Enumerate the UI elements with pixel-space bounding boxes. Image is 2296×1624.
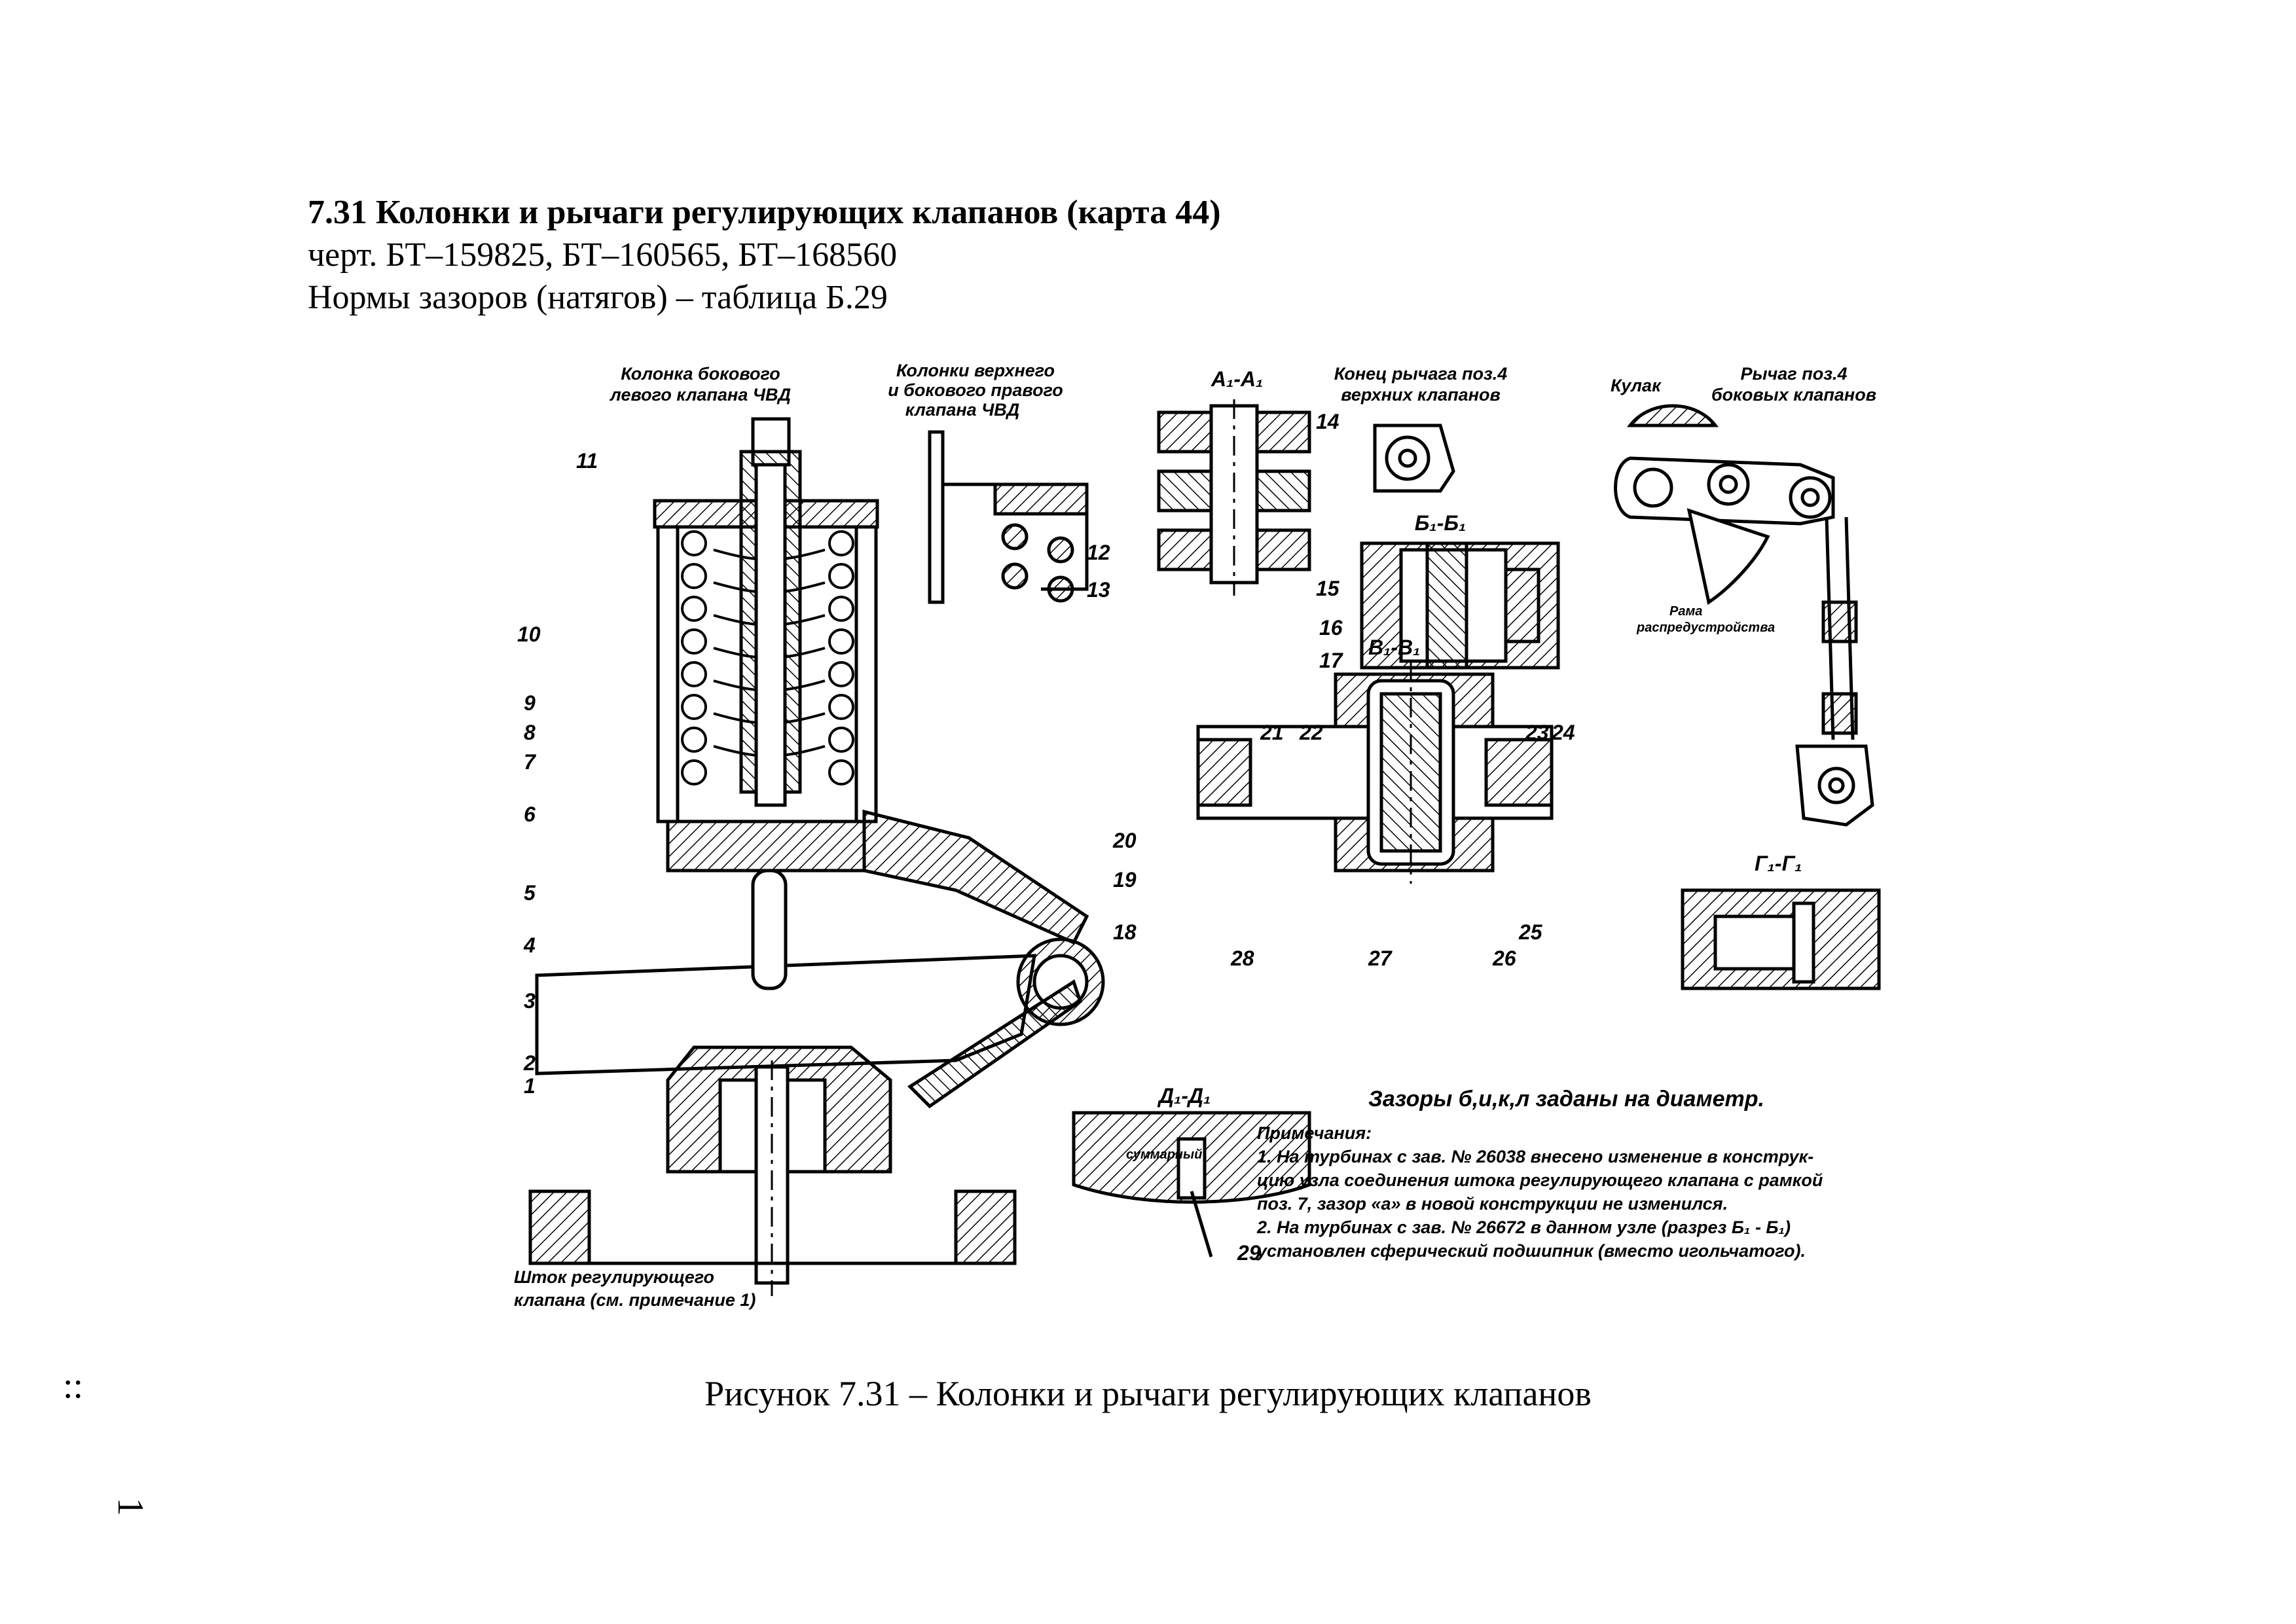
pos-7: 7 — [524, 750, 537, 774]
pos-28: 28 — [1230, 947, 1254, 970]
notes-title: Примечания: — [1257, 1123, 1372, 1143]
pos-21: 21 — [1260, 721, 1284, 744]
technical-drawing: Колонка бокового левого клапана ЧВД Коло… — [498, 353, 1912, 1335]
label-right-column-1: Колонки верхнего — [896, 361, 1055, 380]
margin-mark-top: :: — [63, 1365, 84, 1406]
pos-1: 1 — [524, 1074, 536, 1098]
note-1b: цию узла соединения штока регулирующего … — [1257, 1170, 1823, 1190]
label-right-column-2: и бокового правого — [888, 380, 1063, 400]
drawing-numbers: черт. БТ–159825, БТ–160565, БТ–168560 — [308, 236, 898, 274]
pos-8: 8 — [524, 721, 536, 744]
pos-27: 27 — [1368, 947, 1393, 970]
pos-15: 15 — [1316, 577, 1340, 600]
label-stem-2: клапана (см. примечание 1) — [514, 1290, 756, 1310]
pos-3: 3 — [524, 989, 536, 1013]
label-side-lever-2: боковых клапанов — [1711, 385, 1876, 405]
pos-17: 17 — [1319, 649, 1344, 672]
valve-column-assembly — [528, 417, 1105, 1296]
pos-4: 4 — [523, 933, 536, 957]
label-frame-2: распредустройства — [1636, 621, 1775, 635]
pos-25: 25 — [1518, 920, 1543, 944]
section-title: 7.31 Колонки и рычаги регулирующих клапа… — [308, 194, 1221, 231]
label-kulak: Кулак — [1611, 376, 1662, 395]
pos-12: 12 — [1087, 541, 1110, 564]
label-gaps-note: Зазоры б,и,к,л заданы на диаметр. — [1368, 1087, 1764, 1111]
pos-29: 29 — [1237, 1241, 1261, 1265]
label-frame-1: Рама — [1669, 604, 1702, 619]
pos-18: 18 — [1113, 920, 1137, 944]
pos-23: 23 — [1525, 721, 1549, 744]
section-b1-b1 — [1360, 424, 1560, 670]
pos-19: 19 — [1113, 868, 1137, 892]
note-2a: 2. На турбинах с зав. № 26672 в данном у… — [1256, 1218, 1791, 1237]
note-1c: поз. 7, зазор «а» в новой конструкции не… — [1257, 1194, 1728, 1214]
pos-14: 14 — [1316, 410, 1339, 433]
pos-16: 16 — [1319, 616, 1343, 640]
pos-5: 5 — [524, 881, 536, 905]
label-side-lever-1: Рычаг поз.4 — [1740, 364, 1847, 384]
label-section-g1: Г₁-Г₁ — [1755, 852, 1802, 875]
pos-26: 26 — [1492, 947, 1516, 970]
note-1a: 1. На турбинах с зав. № 26038 внесено из… — [1257, 1147, 1813, 1166]
pos-11: 11 — [576, 449, 598, 473]
clearance-norms: Нормы зазоров (натягов) – таблица Б.29 — [308, 279, 888, 316]
section-v1-v1 — [1196, 661, 1554, 884]
label-left-column-2: левого клапана ЧВД — [609, 385, 791, 405]
pos-20: 20 — [1112, 829, 1137, 852]
pos-24: 24 — [1551, 721, 1575, 744]
page-heading: 7.31 Колонки и рычаги регулирующих клапа… — [308, 191, 1221, 319]
note-2b: установлен сферический подшипник (вместо… — [1256, 1241, 1806, 1261]
pos-9: 9 — [524, 691, 536, 715]
label-section-d1: Д₁-Д₁ — [1157, 1084, 1211, 1108]
section-g1-g1 — [1681, 888, 1881, 990]
label-stem-1: Шток регулирующего — [514, 1267, 714, 1287]
label-summary: суммарный — [1126, 1147, 1202, 1162]
section-d1-d1 — [1072, 1111, 1311, 1257]
section-a1-a1 — [1157, 399, 1311, 596]
pos-6: 6 — [524, 803, 536, 826]
label-section-v1: В₁-В₁ — [1368, 636, 1420, 659]
label-lever-end-1: Конец рычага поз.4 — [1334, 364, 1508, 384]
pos-10: 10 — [517, 623, 541, 646]
label-lever-end-2: верхних клапанов — [1341, 385, 1501, 405]
label-right-column-3: клапана ЧВД — [905, 400, 1020, 420]
side-lever-assembly — [1614, 404, 1874, 827]
label-left-column-1: Колонка бокового — [621, 364, 780, 384]
label-section-b1: Б₁-Б₁ — [1415, 511, 1467, 535]
label-section-a1: А₁-А₁ — [1211, 367, 1263, 391]
upper-column-profile — [928, 430, 1089, 604]
pos-22: 22 — [1299, 721, 1323, 744]
margin-mark-bottom: 1 — [110, 1498, 151, 1516]
pos-13: 13 — [1087, 578, 1110, 602]
figure-caption: Рисунок 7.31 – Колонки и рычаги регулиру… — [704, 1374, 1592, 1413]
pos-2: 2 — [523, 1051, 536, 1075]
